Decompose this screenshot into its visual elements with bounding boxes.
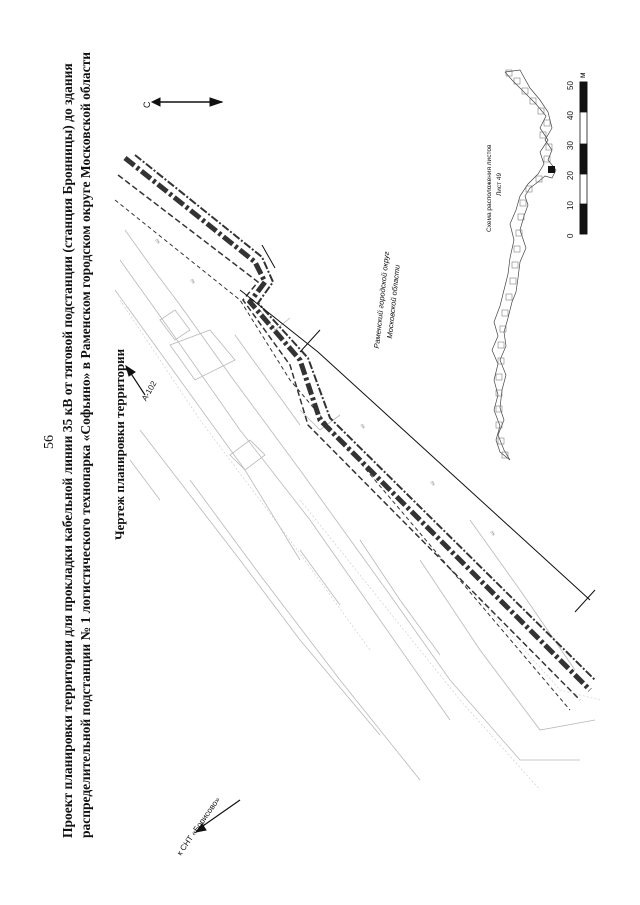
scale-tick-0: 0: [566, 233, 575, 238]
scale-tick-50: 50: [566, 81, 575, 90]
cable-route: [114, 154, 596, 711]
svg-text:ЛК: ЛК: [189, 278, 196, 286]
scale-tick-20: 20: [566, 171, 575, 180]
scale-unit: м: [578, 72, 587, 79]
svg-text:ЛК: ЛК: [489, 530, 496, 538]
sheet-scheme-outline: [491, 69, 557, 461]
scale-tick-40: 40: [566, 111, 575, 120]
sheet-scheme-title: Схема расположения листов: [486, 144, 493, 232]
scale-tick-10: 10: [566, 201, 575, 210]
current-sheet-marker: [548, 166, 555, 173]
north-label: С: [142, 101, 152, 109]
north-arrow-icon: [150, 97, 224, 107]
boundary-line: [239, 289, 591, 601]
road-arrow-snt-icon: [194, 799, 241, 833]
svg-text:ЛК: ЛК: [429, 480, 436, 488]
sheet-label: Лист 49: [496, 172, 503, 196]
road-arrow-a102-icon: [125, 364, 146, 396]
svg-text:ЛК: ЛК: [359, 423, 366, 431]
svg-text:ЛК: ЛК: [154, 238, 161, 246]
scale-tick-30: 30: [566, 141, 575, 150]
background-plots: [114, 229, 596, 781]
scale-bar: [579, 81, 588, 235]
